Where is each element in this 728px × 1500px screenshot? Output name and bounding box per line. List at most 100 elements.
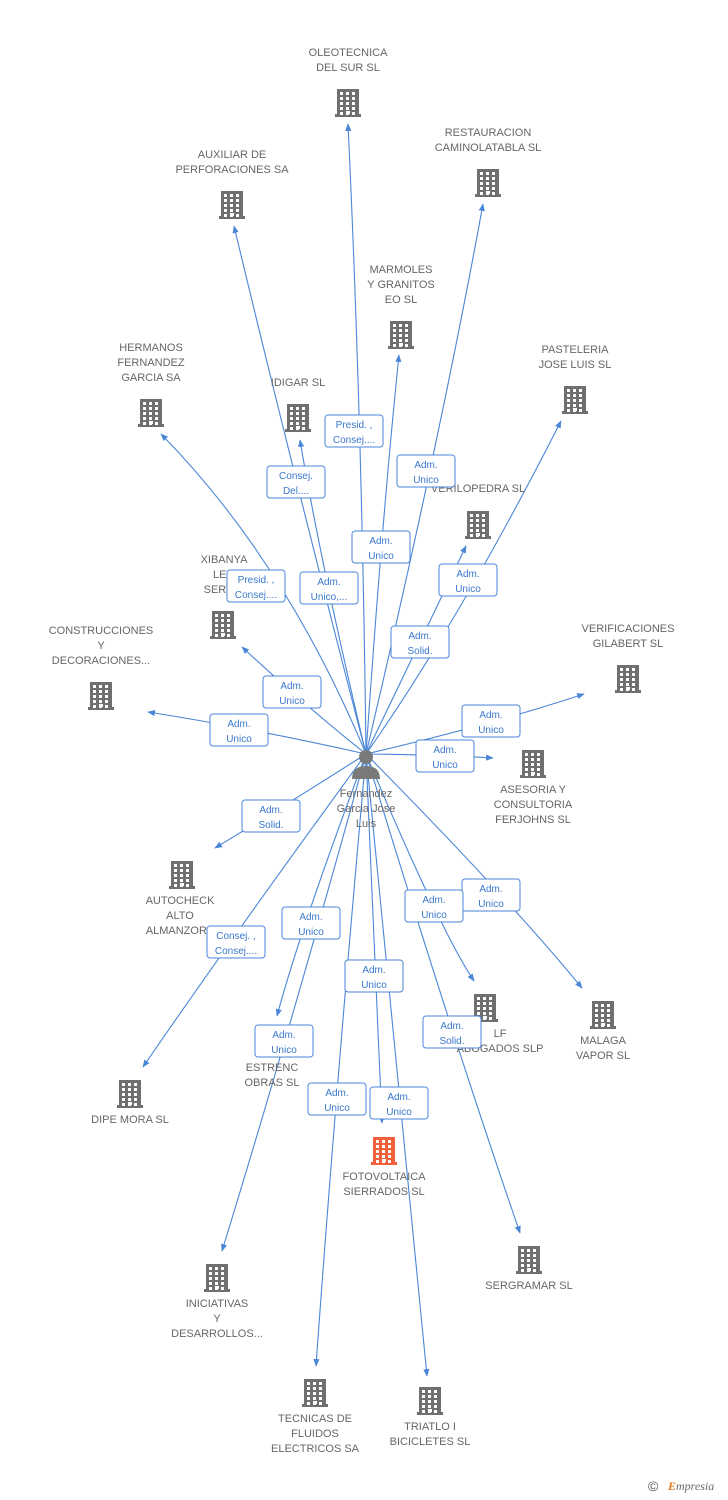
edge-label-auxiliar[interactable]: Consej.Del.... (266, 465, 326, 499)
edge-labels-layer: Presid. ,Consej....Adm.UnicoConsej.Del..… (206, 414, 521, 1120)
building-icon (88, 682, 114, 710)
company-node-construcciones[interactable]: CONSTRUCCIONESYDECORACIONES... (49, 625, 154, 710)
company-label: JOSE LUIS SL (539, 359, 612, 371)
edge-label-box (461, 704, 521, 738)
company-node-dipemora[interactable]: DIPE MORA SL (91, 1080, 169, 1126)
company-node-idigar[interactable]: IDIGAR SL (271, 377, 325, 432)
edge-label-box (241, 799, 301, 833)
company-label: XIBANYA (201, 554, 249, 566)
edge-label-text: Unico (421, 910, 447, 921)
edge-label-sergramar[interactable]: Adm.Solid. (422, 1015, 482, 1049)
edge-label-lf[interactable]: Adm.Unico (404, 889, 464, 923)
edge-label-text: Consej. , (216, 931, 255, 942)
edge-label-text: Unico (361, 980, 387, 991)
edge-label-construcciones[interactable]: Adm.Unico (209, 713, 269, 747)
company-label: ASESORIA Y (500, 784, 566, 796)
company-label: LF (494, 1028, 507, 1040)
edge-label-text: Adm. (362, 965, 385, 976)
person-icon (352, 750, 380, 779)
edge-label-dipemora[interactable]: Consej. , Consej.... (206, 925, 266, 959)
edge-label-hermanos[interactable]: Presid. ,Consej.... (226, 569, 286, 603)
person-name-label: Luis (356, 818, 377, 830)
company-label: RESTAURACION (445, 127, 532, 139)
edge-label-restauracion[interactable]: Adm.Unico (396, 454, 456, 488)
edge-label-fotovoltaica[interactable]: Adm. Unico (344, 959, 404, 993)
edge-label-box (266, 465, 326, 499)
edge-label-xibanya[interactable]: Adm.Unico (262, 675, 322, 709)
company-label: HERMANOS (119, 342, 183, 354)
edge-label-text: Presid. , (238, 575, 275, 586)
edge-line-iniciativas (221, 753, 367, 1252)
edge-label-text: Unico (324, 1103, 350, 1114)
company-label: INICIATIVAS (186, 1298, 249, 1310)
company-label: FERNANDEZ (117, 357, 185, 369)
company-label: AUXILIAR DE (198, 149, 266, 161)
edge-label-estrenc[interactable]: Adm.Unico (281, 906, 341, 940)
company-node-sergramar[interactable]: SERGRAMAR SL (485, 1246, 573, 1292)
company-label: MALAGA (580, 1035, 627, 1047)
company-node-autocheck[interactable]: AUTOCHECK ALTO ALMANZORA (146, 861, 216, 937)
edge-label-text: Unico (226, 734, 252, 745)
company-label: Y GRANITOS (367, 279, 434, 291)
edge-label-text: Unico (368, 551, 394, 562)
edge-label-autocheck[interactable]: Adm.Solid. (241, 799, 301, 833)
edge-label-marmoles[interactable]: Adm.Unico (351, 530, 411, 564)
edge-label-verificaciones[interactable]: Adm.Unico (461, 704, 521, 738)
edge-label-text: Adm. (479, 884, 502, 895)
company-node-iniciativas[interactable]: INICIATIVASYDESARROLLOS... (171, 1264, 263, 1340)
company-label: CAMINOLATABLA SL (435, 142, 542, 154)
edge-label-text: Consej.... (215, 946, 257, 957)
edge-label-text: Adm. (479, 710, 502, 721)
edge-label-text: Unico (279, 696, 305, 707)
edge-label-verilopedra[interactable]: Adm.Solid. (390, 625, 450, 659)
edge-label-oleotecnica[interactable]: Presid. ,Consej.... (324, 414, 384, 448)
empresia-logo[interactable]: Empresia (668, 1479, 714, 1494)
edge-label-asesoria[interactable]: Adm.Unico (415, 739, 475, 773)
edge-label-box (422, 1015, 482, 1049)
edge-label-text: Adm. (387, 1092, 410, 1103)
company-label: ALTO (166, 910, 194, 922)
edge-label-triatlo[interactable]: Adm. Unico (369, 1086, 429, 1120)
company-label: EO SL (385, 294, 417, 306)
edge-label-text: Unico (413, 475, 439, 486)
building-icon (219, 191, 245, 219)
edge-label-tecnicas[interactable]: Adm.Unico (307, 1082, 367, 1116)
company-label: Y (97, 640, 105, 652)
edge-line-dipemora (142, 753, 367, 1068)
company-label: SIERRADOS SL (343, 1186, 424, 1198)
company-label: DEL SUR SL (316, 62, 380, 74)
company-node-restauracion[interactable]: RESTAURACION CAMINOLATABLA SL (435, 127, 542, 197)
edge-label-idigar[interactable]: Adm.Unico,... (299, 571, 359, 605)
company-label: DIPE MORA SL (91, 1114, 169, 1126)
company-node-verilopedra[interactable]: VERILOPEDRA SL (431, 483, 525, 539)
edge-label-malaga[interactable]: Adm.Unico (461, 878, 521, 912)
building-icon (417, 1387, 443, 1415)
edge-label-text: Adm. (408, 631, 431, 642)
edge-label-text: Unico (386, 1107, 412, 1118)
edge-label-pasteleria[interactable]: Adm.Unico (438, 563, 498, 597)
edge-label-iniciativas[interactable]: Adm.Unico (254, 1024, 314, 1058)
edge-label-text: Unico (455, 584, 481, 595)
company-label: TRIATLO I (404, 1421, 456, 1433)
building-icon (516, 1246, 542, 1274)
edge-label-text: Del.... (283, 486, 309, 497)
company-label: DECORACIONES... (52, 655, 150, 667)
company-label: AUTOCHECK (146, 895, 216, 907)
edge-label-text: Solid. (439, 1036, 464, 1047)
company-label: ALMANZORA (146, 925, 215, 937)
edge-label-box (369, 1086, 429, 1120)
company-label: CONSULTORIA (494, 799, 573, 811)
